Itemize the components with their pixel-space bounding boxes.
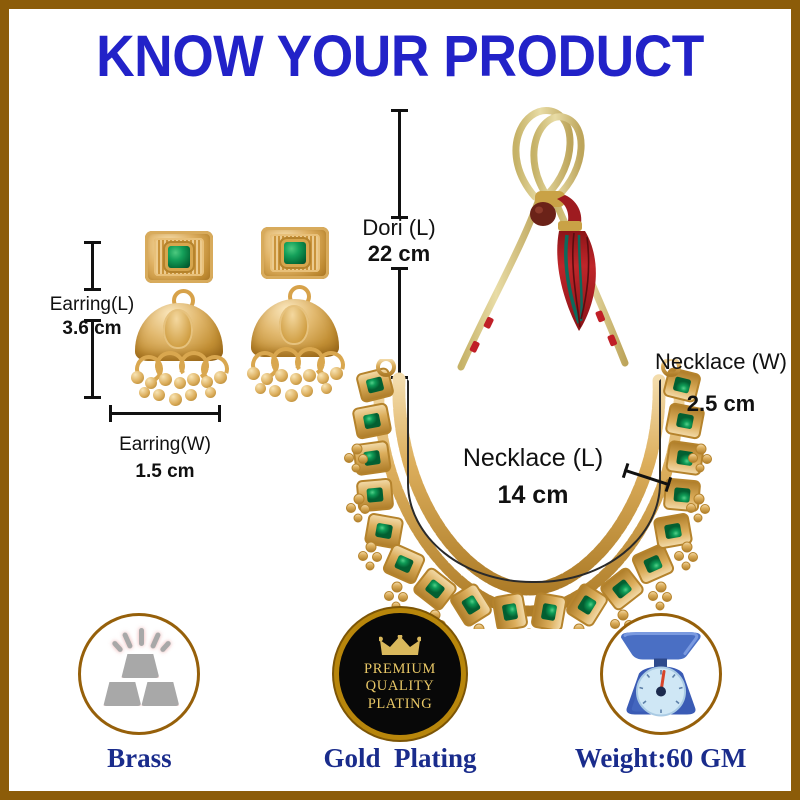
dori-length-label: Dori (L) [362,215,436,240]
badge-brass: Brass [9,613,270,791]
brass-badge-circle [78,613,201,735]
scale-svg [620,632,701,717]
brass-badge-label: Brass [107,743,172,773]
badge-weight: Weight:60 GM [530,613,791,791]
dori-length-value: 22 cm [367,241,431,266]
badge-gold-plating: PREMIUM QUALITY PLATING Gold Plating [270,613,531,791]
earring-gemstone [284,242,306,264]
earring-width-bar [109,405,221,422]
weight-badge-label: Weight:60 GM [574,743,747,773]
page-title: KNOW YOUR PRODUCT [96,24,704,89]
earring-fringe [129,347,234,407]
seal-line-2: QUALITY [365,678,435,695]
earring-width-label: Earring(W) [119,434,211,455]
earring-fringe [245,343,350,403]
earring-gemstone [168,246,190,268]
necklace-length-label: Necklace (L) [462,444,604,472]
dori-length-bar-upper [391,109,408,219]
gold-plating-badge-circle: PREMIUM QUALITY PLATING [339,613,461,735]
crown-seal-icon: PREMIUM QUALITY PLATING [339,613,461,735]
dori-cord-group [427,95,657,395]
earring-stud-icon [145,231,213,283]
weight-badge-circle [599,613,722,735]
dori-illustration [457,107,629,371]
seal-line-3: PLATING [367,695,433,712]
earring-right [237,227,353,405]
earring-width-value: 1.5 cm [135,461,195,482]
weighing-scale-icon [613,626,709,723]
earring-left [121,231,237,409]
feature-badge-row: Brass PREMIUM QUALITY PLATING Gold Plati… [9,613,791,791]
seal-line-1: PREMIUM [364,661,436,678]
earring-stud-icon [261,227,329,279]
necklace-length-value: 14 cm [497,481,569,509]
crown-icon [379,635,421,656]
earring-length-value: 3.6 cm [62,318,122,339]
necklace-width-value: 2.5 cm [686,391,756,416]
necklace-width-label: Necklace (W) [654,349,787,374]
earring-length-label: Earring(L) [49,294,135,315]
gold-plating-badge-label: Gold Plating [323,743,477,773]
earring-length-bar-lower [84,319,101,399]
